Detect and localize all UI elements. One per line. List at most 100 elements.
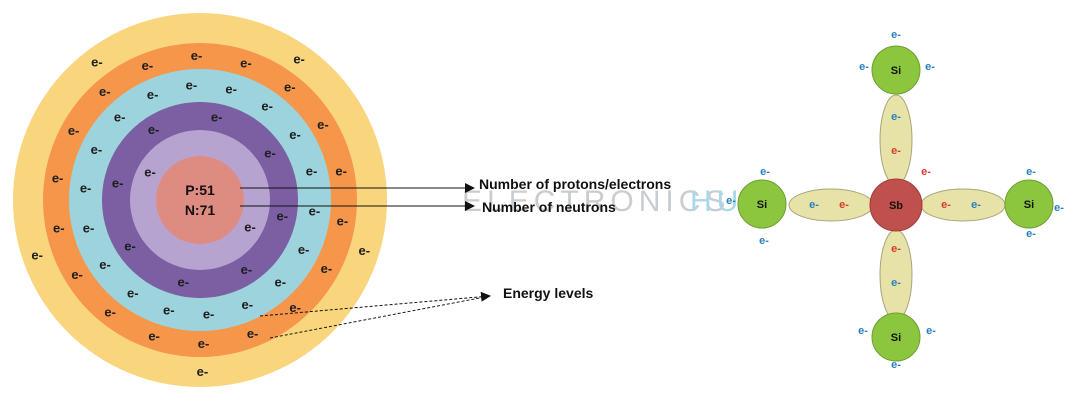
- si-atom-top: [871, 45, 921, 95]
- electron-shell-1: e-: [244, 219, 256, 234]
- electron-shell-4: e-: [284, 80, 296, 95]
- nucleus: [156, 156, 244, 244]
- electron-shell-3: e-: [163, 303, 175, 318]
- electron-shell-3: e-: [306, 164, 318, 179]
- electron-shell-3: e-: [298, 242, 310, 257]
- electron-shell-3: e-: [309, 204, 321, 219]
- si-atom-right: [1004, 179, 1054, 229]
- electron-shell-4: e-: [104, 305, 116, 320]
- electron-shell-5: e-: [31, 248, 43, 263]
- electron-shell-3: e-: [261, 99, 273, 114]
- electron-shell-4: e-: [198, 336, 210, 351]
- electron-shell-4: e-: [289, 300, 301, 315]
- label-arrows: Number of protons/electrons Number of ne…: [240, 176, 671, 339]
- donor-electron: e-: [839, 199, 849, 211]
- valence-electron: e-: [759, 235, 769, 247]
- electron-shell-2: e-: [124, 238, 136, 253]
- electron-shell-4: e-: [247, 326, 259, 341]
- valence-electron: e-: [925, 61, 935, 73]
- label-energy-levels: Energy levels: [503, 285, 593, 301]
- electron-shell-2: e-: [241, 262, 253, 277]
- sb-atom: [869, 178, 923, 232]
- bond-left: [788, 188, 874, 222]
- valence-electron: e-: [1054, 202, 1064, 214]
- electron-shell-4: e-: [71, 267, 83, 282]
- electron-shell-2: e-: [148, 122, 160, 137]
- sb-label: Sb: [889, 200, 903, 212]
- donor-electron: e-: [891, 243, 901, 255]
- crystal-lattice: Si Si Si Si Sb e-e-e-e-e-e-e-e-e-e-e-e-e…: [726, 29, 1064, 371]
- electron-shell-2: e-: [264, 146, 276, 161]
- electron-shell-3: e-: [186, 77, 198, 92]
- donor-electron: e-: [891, 145, 901, 157]
- valence-electron: e-: [891, 111, 901, 123]
- electron-shell-3: e-: [147, 87, 159, 102]
- watermark-left: ELECTRONICS: [462, 185, 730, 218]
- electron-shell-3: e-: [225, 81, 237, 96]
- lattice-electrons: e-e-e-e-e-e-e-e-e-e-e-e-e-e-e-e-e-e-e-e-…: [726, 29, 1064, 371]
- si-label-bottom: Si: [891, 332, 901, 344]
- electron-shell-5: e-: [293, 51, 305, 66]
- electron-shell-3: e-: [275, 274, 287, 289]
- electron-shell-4: e-: [317, 117, 329, 132]
- valence-electron: e-: [891, 29, 901, 41]
- electron-shell-3: e-: [127, 285, 139, 300]
- electron-shell-4: e-: [99, 84, 111, 99]
- nucleus-neutrons: N:71: [185, 202, 216, 218]
- electron-shell-4: e-: [191, 48, 203, 63]
- si-atom-bottom: [871, 312, 921, 362]
- energy-arrow-1: [259, 291, 491, 317]
- electron-shell-4: e-: [52, 171, 64, 186]
- si-label-right: Si: [1024, 199, 1034, 211]
- valence-electron: e-: [971, 199, 981, 211]
- electron-shell-4: e-: [53, 221, 65, 236]
- electron-shell-4: e-: [337, 214, 349, 229]
- si-label-top: Si: [891, 65, 901, 77]
- si-atom-left: [737, 179, 787, 229]
- atom-electrons: e-e-e-e-e-e-e-e-e-e-e-e-e-e-e-e-e-e-e-e-…: [31, 48, 370, 379]
- electron-shell-2: e-: [277, 209, 289, 224]
- electron-shell-3: e-: [83, 220, 95, 235]
- electron-shell-2: e-: [211, 110, 223, 125]
- electron-shell-4: e-: [142, 58, 154, 73]
- electron-shell-4: e-: [335, 164, 347, 179]
- electron-shell-2: e-: [178, 274, 190, 289]
- electron-shell-3: e-: [91, 142, 103, 157]
- valence-electron: e-: [858, 325, 868, 337]
- valence-electron: e-: [809, 199, 819, 211]
- electron-shell-3: e-: [80, 181, 92, 196]
- valence-electron: e-: [1026, 228, 1036, 240]
- electron-shell-1: e-: [144, 165, 156, 180]
- electron-shell-5: e-: [359, 243, 371, 258]
- electron-shell-4: e-: [321, 261, 333, 276]
- donor-electron: e-: [921, 166, 931, 178]
- nucleus-protons: P:51: [185, 182, 215, 198]
- label-neutrons: Number of neutrons: [482, 199, 616, 215]
- electron-shell-2: e-: [112, 175, 124, 190]
- si-label-left: Si: [757, 199, 767, 211]
- electron-shell-3: e-: [99, 257, 111, 272]
- valence-electron: e-: [760, 166, 770, 178]
- electron-shell-3: e-: [114, 110, 126, 125]
- electron-shell-5: e-: [91, 54, 103, 69]
- electron-shell-3: e-: [242, 297, 254, 312]
- bond-top: [879, 94, 913, 186]
- valence-electron: e-: [891, 359, 901, 371]
- energy-arrow-2: [269, 295, 491, 339]
- electron-shell-4: e-: [68, 123, 80, 138]
- electron-shell-4: e-: [240, 56, 252, 71]
- valence-electron: e-: [891, 277, 901, 289]
- valence-electron: e-: [926, 325, 936, 337]
- electron-shell-3: e-: [203, 307, 215, 322]
- electron-shell-5: e-: [197, 364, 209, 379]
- electron-shell-3: e-: [289, 127, 301, 142]
- valence-electron: e-: [859, 61, 869, 73]
- electron-shell-4: e-: [148, 329, 160, 344]
- bond-right: [920, 188, 1006, 222]
- atom-model: P:51 N:71 e-e-e-e-e-e-e-e-e-e-e-e-e-e-e-…: [13, 13, 387, 387]
- valence-electron: e-: [1026, 166, 1036, 178]
- label-protons: Number of protons/electrons: [479, 176, 671, 192]
- donor-electron: e-: [941, 199, 951, 211]
- valence-electron: e-: [726, 195, 736, 207]
